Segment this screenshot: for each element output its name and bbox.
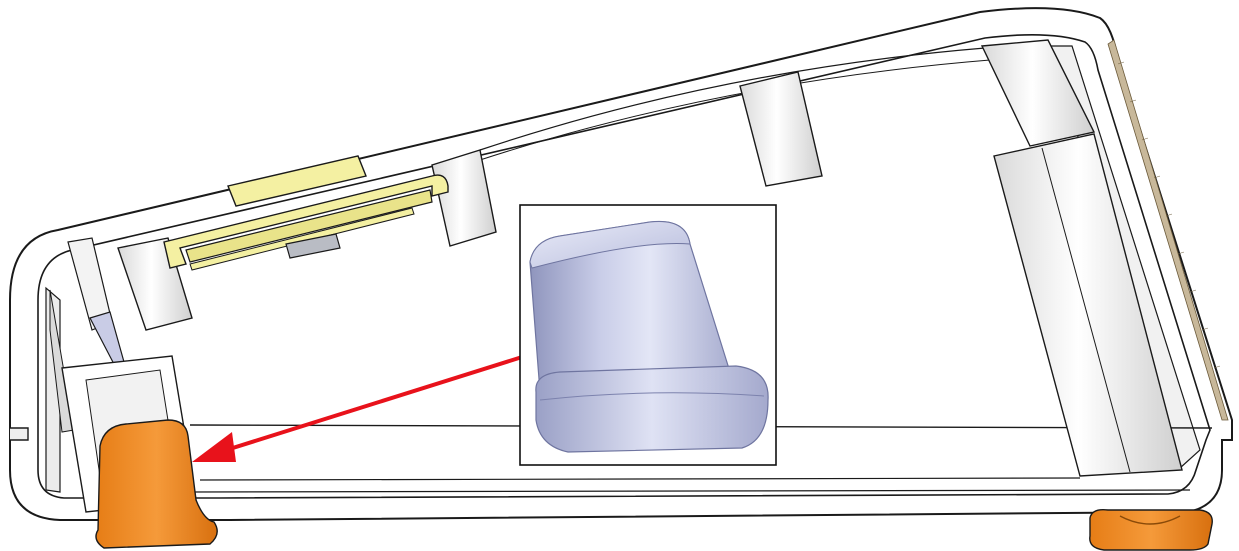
rubber-foot-right-groove xyxy=(1119,515,1181,525)
screw-boss-4 xyxy=(980,39,1183,477)
pcb-strip-2 xyxy=(189,207,415,271)
rubber-foot-right-body xyxy=(1089,508,1213,551)
rubber-foot-right xyxy=(1089,508,1213,551)
pcb-main xyxy=(163,174,449,269)
pcb-top-block xyxy=(227,155,367,207)
screw-boss-4-lower xyxy=(993,133,1183,477)
callout-arrow-shaft xyxy=(219,350,539,454)
inset-part-cap xyxy=(529,220,691,269)
connector-chip xyxy=(285,233,341,259)
housing-right-edge-strip xyxy=(1107,39,1229,421)
inset-part-flange-edge xyxy=(539,392,765,401)
top-inner-ridge xyxy=(479,47,986,151)
screw-boss-4-inner-edge xyxy=(1041,147,1131,473)
callout-arrow xyxy=(192,350,539,462)
screw-boss-3 xyxy=(739,71,823,187)
screw-boss-4-upper xyxy=(980,39,1096,147)
top-inner-ridge-2 xyxy=(479,59,991,161)
screw-boss-3-body xyxy=(739,71,823,187)
base-outer-line xyxy=(189,489,1191,493)
base-inner-line xyxy=(199,477,1081,481)
rubber-foot-left xyxy=(95,419,218,549)
right-edge-knurl xyxy=(1117,61,1221,369)
inset-part-flange xyxy=(535,365,769,453)
housing-left-lip xyxy=(10,427,29,441)
pcb-strip xyxy=(185,189,433,263)
screw-boss-2 xyxy=(431,149,497,247)
screw-boss-2-body xyxy=(431,149,497,247)
inset-detail xyxy=(519,204,777,466)
callout-arrow-head xyxy=(192,432,236,462)
pcb-board xyxy=(163,155,449,271)
